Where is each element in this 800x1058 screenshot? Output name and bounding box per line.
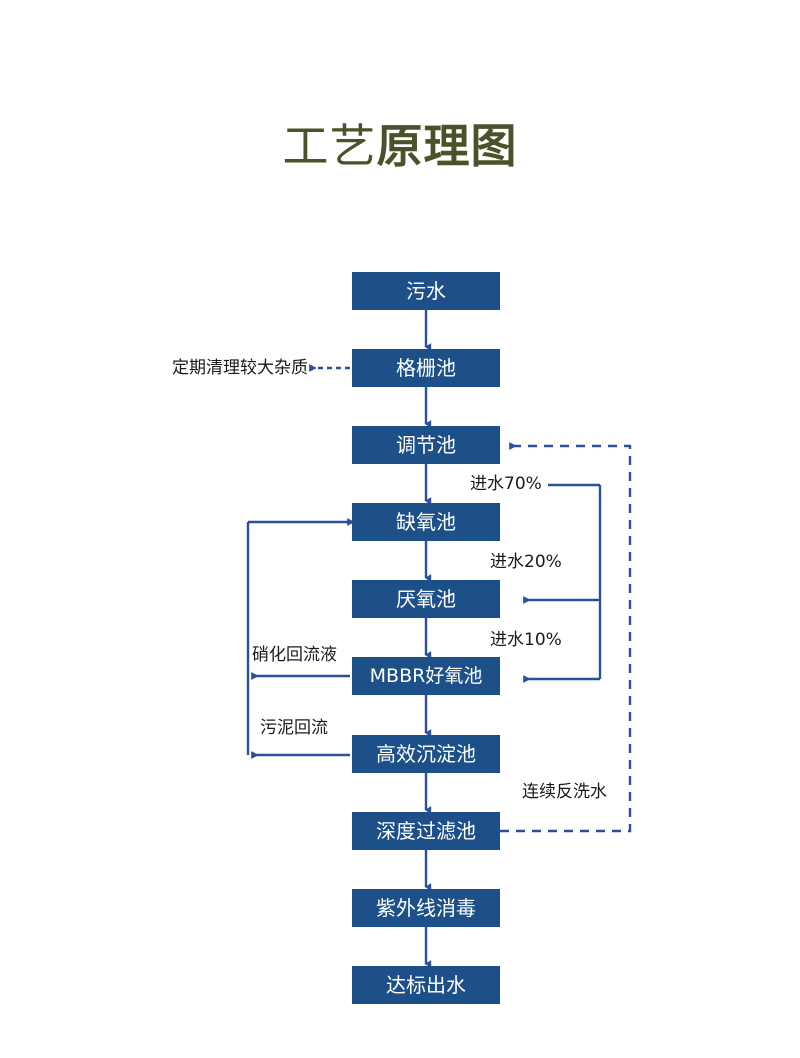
page-title-bold: 原理图	[376, 119, 518, 173]
label-sludge-return: 污泥回流	[260, 718, 328, 738]
label-influent-10: 进水10%	[490, 630, 562, 650]
node-equalization[interactable]: 调节池	[352, 426, 500, 464]
node-uv-disinfect[interactable]: 紫外线消毒	[352, 889, 500, 927]
node-mbbr-aerobic[interactable]: MBBR好氧池	[352, 657, 500, 695]
connector-backwash-return-dashed	[500, 442, 632, 833]
node-influent[interactable]: 污水	[352, 272, 500, 310]
label-influent-20: 进水20%	[490, 552, 562, 572]
page-title: 工艺原理图	[0, 118, 800, 174]
node-high-eff-sedimentation[interactable]: 高效沉淀池	[352, 735, 500, 773]
node-anoxic[interactable]: 缺氧池	[352, 503, 500, 541]
label-grit-cleaning: 定期清理较大杂质	[172, 358, 308, 378]
page-title-thin: 工艺	[282, 119, 377, 173]
node-effluent[interactable]: 达标出水	[352, 966, 500, 1004]
label-nitrate-recycle: 硝化回流液	[252, 645, 337, 665]
node-deep-filter[interactable]: 深度过滤池	[352, 812, 500, 850]
label-influent-70: 进水70%	[470, 474, 542, 494]
node-anaerobic[interactable]: 厌氧池	[352, 580, 500, 618]
label-backwash-water: 连续反洗水	[522, 782, 607, 802]
node-grit-tank[interactable]: 格栅池	[352, 349, 500, 387]
